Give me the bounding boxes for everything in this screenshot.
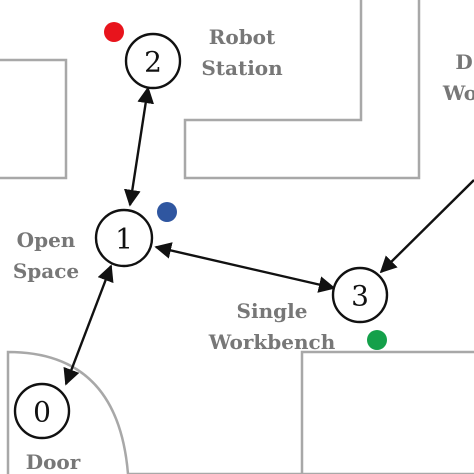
node-label-1: 1 — [115, 223, 133, 256]
edge-1-3 — [154, 242, 336, 293]
node-3: 3 — [331, 266, 389, 324]
node-circle-0 — [13, 382, 71, 440]
label-door: Door — [26, 450, 81, 474]
node-circle-2 — [124, 32, 182, 90]
label-robot-2: Station — [201, 56, 283, 80]
label-robot-1: Robot — [209, 25, 276, 49]
label-open-2: Space — [13, 259, 79, 283]
edge-offscreen-3 — [379, 179, 474, 274]
edge-1-2 — [123, 86, 155, 207]
node-label-2: 2 — [144, 46, 162, 79]
marker-red-dot — [104, 22, 124, 42]
label-open-1: Open — [17, 228, 76, 252]
edge-1-0 — [63, 264, 114, 386]
node-label-0: 0 — [33, 396, 51, 429]
wall-single-workbench — [300, 350, 474, 474]
node-0: 0 — [13, 382, 71, 440]
label-single-2: Workbench — [208, 330, 336, 354]
node-2: 2 — [124, 32, 182, 90]
node-label-3: 3 — [351, 280, 369, 313]
label-single-1: Single — [237, 299, 308, 323]
node-circle-3 — [331, 266, 389, 324]
wall-top-left-room — [0, 58, 68, 180]
edges — [63, 86, 474, 386]
node-1: 1 — [94, 208, 154, 268]
label-double-1: D — [455, 50, 472, 74]
marker-blue-dot — [157, 202, 177, 222]
marker-green-dot — [367, 330, 387, 350]
label-double-2: Wo — [442, 81, 474, 105]
node-circle-1 — [94, 208, 154, 268]
wall-robot-station — [183, 0, 421, 180]
